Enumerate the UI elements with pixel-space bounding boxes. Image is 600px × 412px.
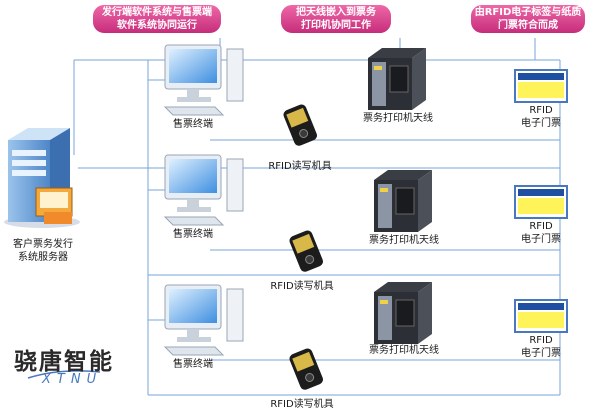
printer-3-icon [374, 282, 432, 344]
reader-1-handheld-icon [283, 104, 317, 146]
callout-1-line2: 软件系统协同运行 [117, 20, 197, 31]
ticket-3-label: RFID 电子门票 [508, 334, 574, 360]
brand-logo-en: XTNU [42, 372, 103, 387]
reader-1-label: RFID读写机具 [268, 161, 332, 172]
terminal-1-computer-icon [163, 44, 244, 116]
printer-3-label: 票务打印机天线 [369, 345, 439, 356]
terminal-2-label: 售票终端 [173, 229, 213, 240]
logo-swoosh [27, 370, 101, 379]
callout-3-bubble [469, 3, 587, 35]
server-label: 客户票务发行 系统服务器 [0, 238, 86, 264]
callout-3-line2: 门票符合而成 [498, 20, 558, 31]
terminal-2-computer-icon [163, 154, 244, 226]
callout-2: 把天线嵌入到票务 打印机协同工作 [280, 6, 392, 32]
brand-logo-cn: 骁唐智能 [14, 349, 114, 375]
reader-2-label: RFID读写机具 [270, 281, 334, 292]
terminal-3-label: 售票终端 [173, 359, 213, 370]
callout-1-bubble [91, 3, 223, 35]
printer-1-icon [368, 48, 426, 110]
server-label-line2: 系统服务器 [18, 252, 68, 263]
ticket-2-label-line1: RFID [529, 221, 553, 232]
printer-2-label: 票务打印机天线 [369, 235, 439, 246]
ticket-3-label-line2: 电子门票 [521, 348, 561, 359]
printer-1-label: 票务打印机天线 [363, 113, 433, 124]
ticket-2-label: RFID 电子门票 [508, 220, 574, 246]
ticket-2-icon [514, 185, 568, 219]
connection-lines [73, 38, 561, 396]
server-icon [4, 128, 80, 228]
callout-2-bubble [279, 3, 393, 35]
ticket-1-label: RFID 电子门票 [508, 104, 574, 130]
server-label-line1: 客户票务发行 [13, 239, 73, 250]
ticket-3-icon [514, 299, 568, 333]
ticket-1-label-line2: 电子门票 [521, 118, 561, 129]
ticket-2-label-line2: 电子门票 [521, 234, 561, 245]
terminal-1-label: 售票终端 [173, 119, 213, 130]
reader-2-handheld-icon [289, 230, 323, 272]
callout-1-line1: 发行端软件系统与售票端 [102, 7, 212, 18]
terminal-3-computer-icon [163, 284, 244, 356]
callout-3: 由RFID电子标签与纸质 门票符合而成 [470, 6, 586, 32]
reader-3-handheld-icon [289, 348, 323, 390]
ticket-3-label-line1: RFID [529, 335, 553, 346]
callout-1: 发行端软件系统与售票端 软件系统协同运行 [92, 6, 222, 32]
reader-3-label: RFID读写机具 [270, 399, 334, 410]
callout-2-line1: 把天线嵌入到票务 [296, 7, 376, 18]
printer-2-icon [374, 170, 432, 232]
ticket-1-label-line1: RFID [529, 105, 553, 116]
ticket-1-icon [514, 69, 568, 103]
callout-2-line2: 打印机协同工作 [301, 20, 371, 31]
callout-3-line1: 由RFID电子标签与纸质 [474, 7, 582, 18]
